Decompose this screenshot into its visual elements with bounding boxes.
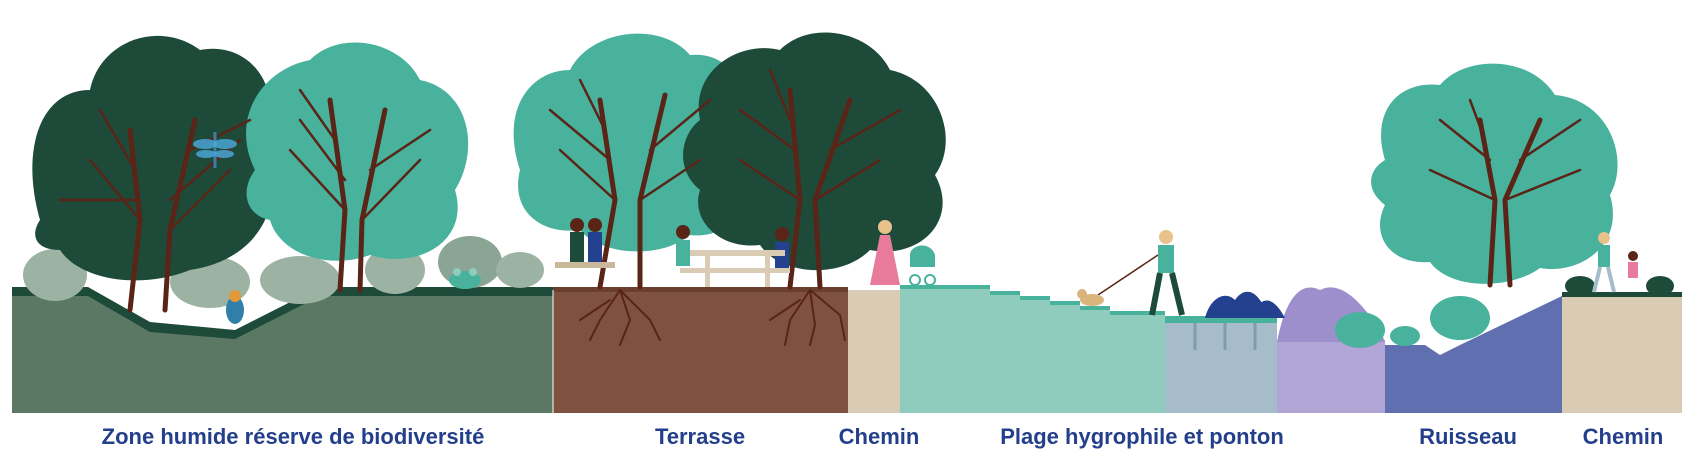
dragonfly-icon	[193, 132, 237, 168]
label-zone-humide: Zone humide réserve de biodiversité	[101, 424, 485, 449]
label-ruisseau: Ruisseau	[1419, 424, 1517, 449]
terrace-ground	[553, 290, 848, 413]
tree-teal-stream	[1371, 63, 1618, 284]
tree-dark-terrace	[683, 32, 946, 271]
path-ground-2	[1562, 296, 1682, 413]
children-playing-icon	[1592, 232, 1638, 293]
path-ground-1	[848, 290, 900, 413]
tree-teal-terrace	[513, 33, 751, 252]
pontoon-deck	[1165, 316, 1277, 323]
frog-icon	[449, 268, 481, 289]
lavender-band	[1277, 340, 1385, 413]
tree-branches	[58, 68, 1582, 346]
man-walking-dog-icon	[1077, 230, 1185, 316]
wetland-ground	[12, 293, 553, 413]
bird-icon	[226, 290, 244, 324]
beach-steps-edge	[900, 285, 1165, 315]
label-chemin-1: Chemin	[838, 424, 920, 449]
stream-ground	[1385, 296, 1562, 413]
terrace-top	[553, 287, 848, 292]
ground-bands	[12, 285, 1682, 413]
picnic-table-icon	[680, 250, 790, 287]
woman-with-stroller-icon	[870, 220, 936, 286]
tree-dark-left	[32, 35, 272, 281]
path-top-2	[1562, 292, 1682, 297]
beach-ground	[900, 288, 1165, 413]
label-plage: Plage hygrophile et ponton	[1000, 424, 1284, 449]
pontoon-water	[1165, 321, 1277, 413]
label-chemin-2: Chemin	[1582, 424, 1664, 449]
tree-teal-left	[246, 42, 469, 261]
pontoon-posts	[1193, 323, 1257, 350]
label-terrasse: Terrasse	[654, 424, 746, 449]
wetland-edge	[12, 287, 553, 339]
people-on-bench-icon	[555, 218, 789, 268]
